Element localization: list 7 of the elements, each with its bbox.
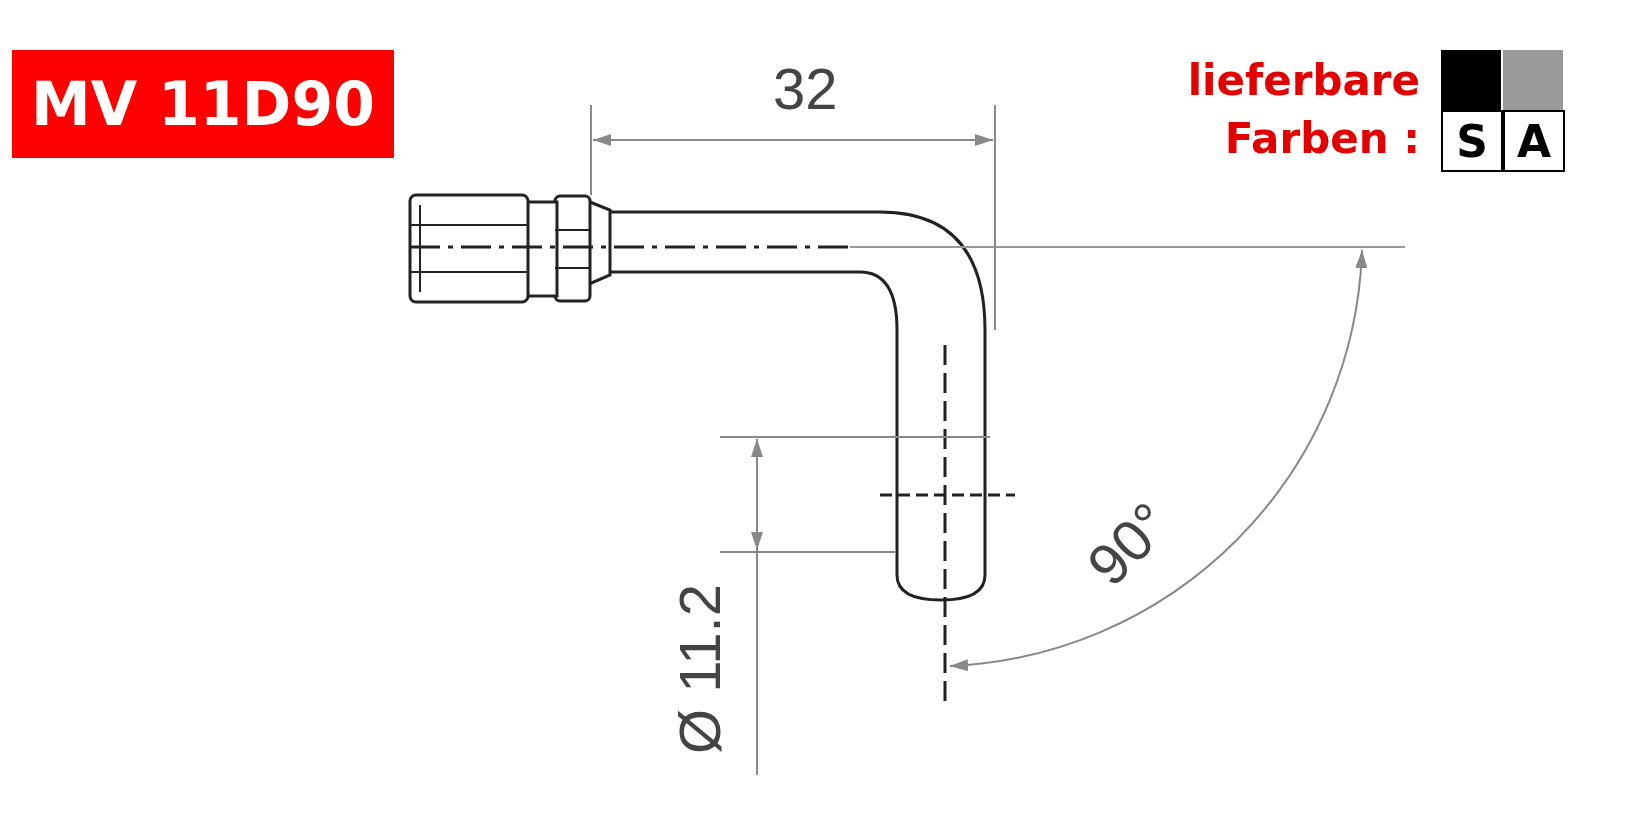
dimension-label: Ø 11.2: [670, 584, 729, 754]
color-code: A: [1503, 110, 1565, 172]
dimension-label: 90°: [1077, 492, 1181, 596]
color-code: S: [1441, 110, 1503, 172]
part-number-title: MV 11D90: [12, 50, 394, 158]
heading-text: lieferbare Farben :: [1186, 55, 1420, 165]
dimension-label: 32: [773, 60, 838, 118]
